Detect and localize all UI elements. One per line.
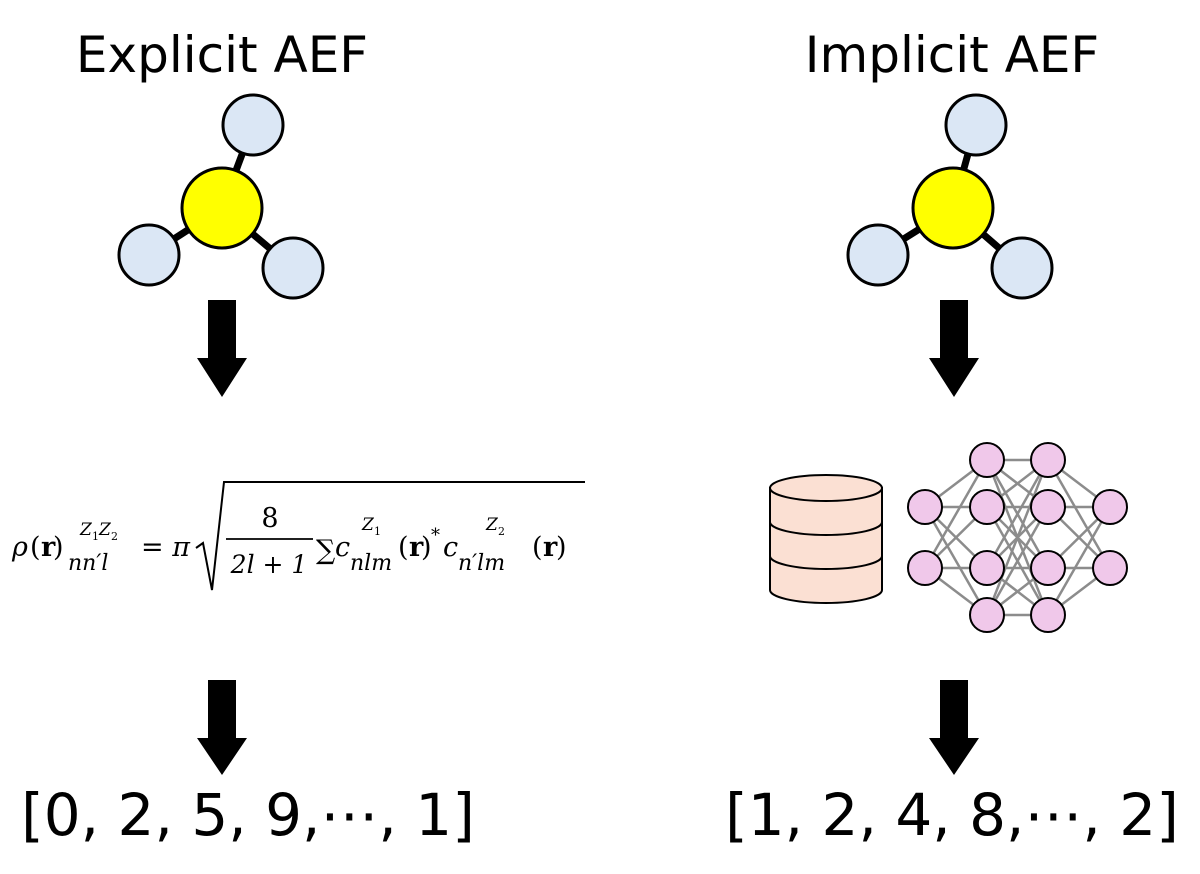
svg-text:): ) [556,532,567,563]
outer-atom [261,236,325,300]
eq-rho: ρ [11,532,28,563]
svg-text:n′lm: n′lm [458,551,505,576]
outer-atom [117,223,181,287]
outer-atom [846,223,910,287]
outer-atom [221,93,285,157]
network-edge [985,459,1050,616]
down-arrow-icon [197,300,247,397]
network-neuron [1030,442,1066,478]
svg-text:Z: Z [485,515,499,535]
svg-text:(: ( [532,532,543,563]
outer-atom [944,93,1008,157]
svg-text:1: 1 [92,530,99,543]
network-neuron [969,597,1005,633]
network-neuron [969,489,1005,525]
network-edge [923,459,989,569]
molecule-icon-left [117,93,325,300]
network-edge [985,506,1050,616]
svg-text:): ) [421,532,432,563]
molecule-icon-right [846,93,1054,300]
svg-text:(: ( [398,532,409,563]
network-neuron [969,550,1005,586]
network-neuron [1092,550,1128,586]
network-neuron [1092,489,1128,525]
network-edge [985,459,1050,569]
center-atom [180,166,264,250]
eq-lower-index: nn′l [68,551,108,576]
eq-sum: ∑ [316,535,335,566]
svg-text:r: r [409,532,424,563]
svg-text:*: * [431,525,440,546]
svg-text:r: r [543,532,558,563]
network-edge [1046,506,1112,616]
svg-text:): ) [53,532,64,563]
network-neuron [1030,597,1066,633]
implicit-output-vector: [1, 2, 4, 8,⋯, 2] [725,781,1179,849]
svg-text:(: ( [30,532,41,563]
svg-text:c: c [443,532,458,563]
aef-equation: ρ ( r ) Z 1 Z 2 nn′l = π 8 2l + 1 ∑ c Z … [11,481,585,591]
network-neuron [907,550,943,586]
network-neuron [907,489,943,525]
center-atom [911,166,995,250]
network-edge [923,506,989,616]
implicit-aef-title: Implicit AEF [805,26,1099,84]
network-neuron [969,442,1005,478]
down-arrow-icon [929,300,979,397]
eq-numerator: 8 [261,503,278,534]
network-neuron [1030,489,1066,525]
svg-text:Z: Z [361,515,375,535]
svg-text:c: c [335,532,350,563]
eq-denominator: 2l + 1 [230,550,308,579]
svg-text:Z: Z [98,520,112,540]
down-arrow-icon [929,680,979,775]
database-icon [769,474,883,604]
svg-text:1: 1 [374,525,381,538]
svg-text:nlm: nlm [350,551,392,576]
network-edge [1046,459,1112,569]
neural-network-icon [907,442,1128,633]
svg-text:2: 2 [111,530,118,543]
eq-equals-pi: = π [141,532,191,563]
network-neuron [1030,550,1066,586]
svg-text:2: 2 [498,525,505,538]
down-arrow-icon [197,680,247,775]
explicit-aef-title: Explicit AEF [76,26,368,84]
eq-r-vector: r [41,532,56,563]
explicit-output-vector: [0, 2, 5, 9,⋯, 1] [21,781,475,849]
svg-text:Z: Z [79,520,93,540]
outer-atom [990,236,1054,300]
